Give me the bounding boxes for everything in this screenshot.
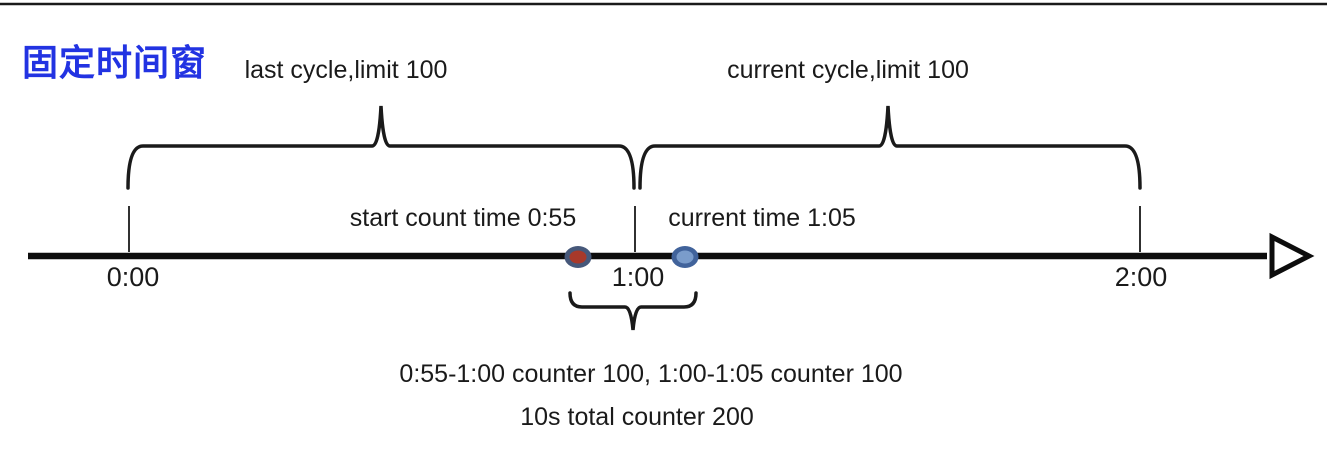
curly-brace-current-cycle <box>638 105 1142 190</box>
page-title: 固定时间窗 <box>22 42 208 83</box>
start-count-time-label: start count time 0:55 <box>349 204 577 232</box>
last-cycle-label: last cycle,limit 100 <box>244 56 448 84</box>
curly-brace-last-cycle <box>126 105 636 190</box>
counter-summary-line1: 0:55-1:00 counter 100, 1:00-1:05 counter… <box>399 360 903 388</box>
tick-label-2-00: 2:00 <box>1114 262 1168 292</box>
tick-label-1-00: 1:00 <box>611 262 665 292</box>
timeline-arrow-icon <box>1269 232 1315 280</box>
tick-label-0-00: 0:00 <box>106 262 160 292</box>
current-time-marker-dot <box>676 250 694 264</box>
counter-summary-line2: 10s total counter 200 <box>520 403 754 431</box>
current-time-label: current time 1:05 <box>668 204 856 232</box>
curly-brace-counting-window <box>568 291 698 331</box>
current-cycle-label: current cycle,limit 100 <box>727 56 969 84</box>
start-count-marker-dot <box>569 250 587 264</box>
